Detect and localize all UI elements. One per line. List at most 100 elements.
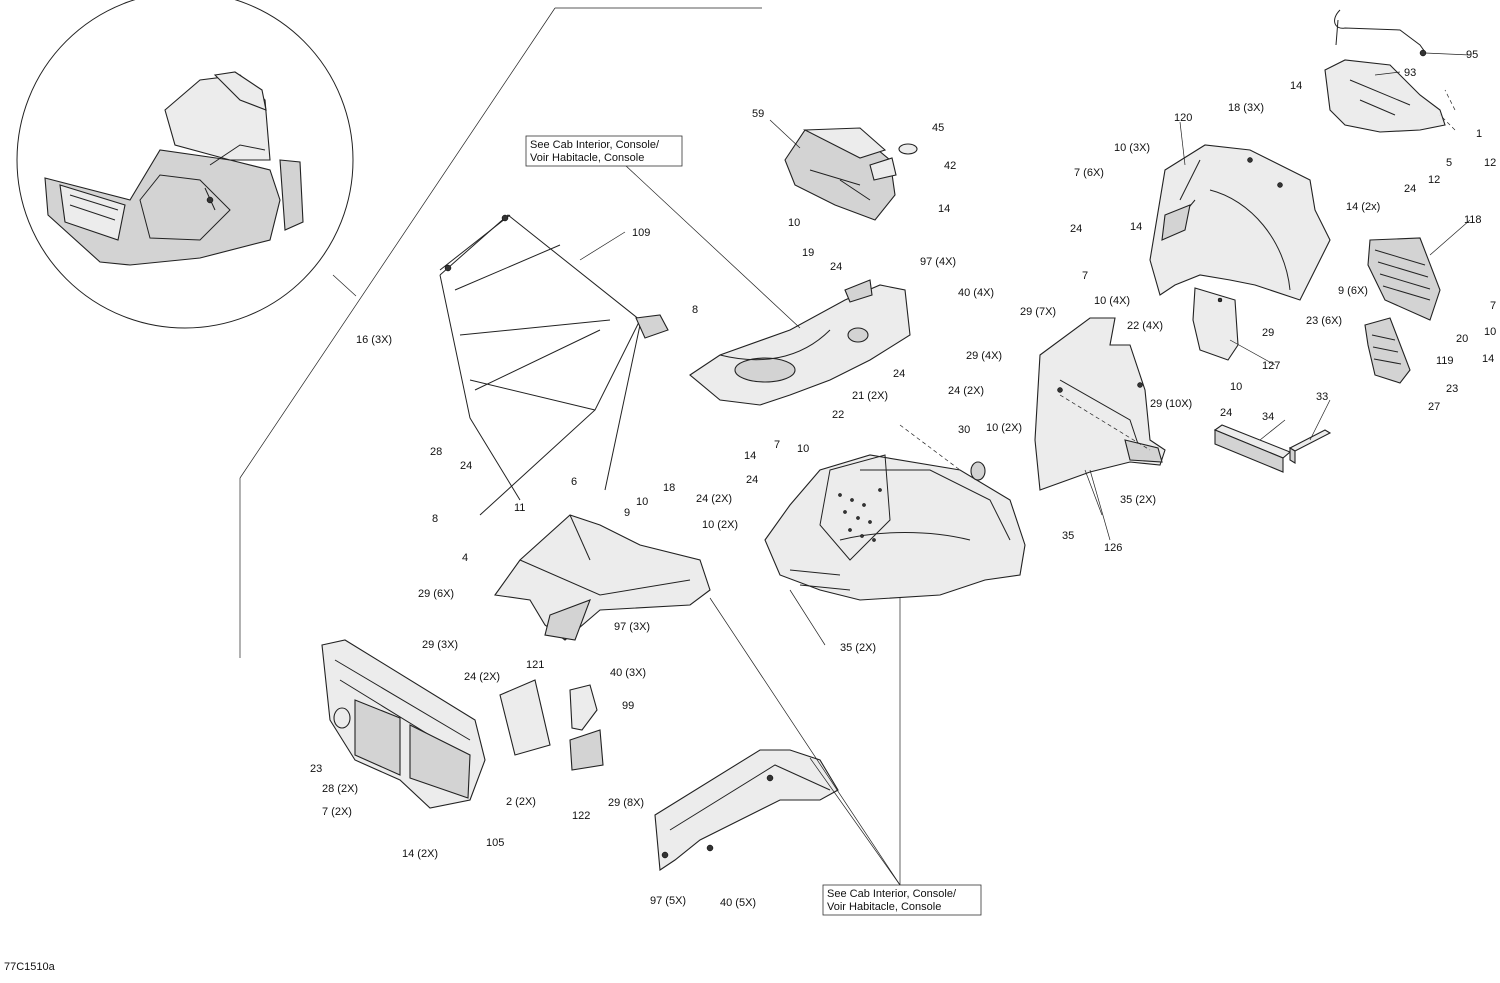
panel-120 — [1149, 144, 1331, 301]
callout: 29 — [1262, 327, 1274, 339]
callout: 2 (2X) — [506, 796, 536, 808]
callout: 24 (2X) — [464, 671, 500, 683]
callout: 1 — [1476, 128, 1482, 140]
panel-121 — [499, 679, 551, 756]
callout: 10 — [797, 443, 809, 455]
callout: 10 — [636, 496, 648, 508]
callout: 24 — [1070, 223, 1082, 235]
bracket-assembly-93 — [1324, 9, 1456, 133]
center-console — [689, 279, 911, 406]
callout: 12 — [1428, 174, 1440, 186]
callout: 95 — [1466, 49, 1478, 61]
callout: 7 — [1082, 270, 1088, 282]
callout: 11 — [514, 502, 525, 514]
panel-122 — [569, 729, 604, 771]
callout: 10 (2X) — [702, 519, 738, 531]
callout: 29 (10X) — [1150, 398, 1192, 410]
console-59 — [784, 127, 918, 221]
callout: 59 — [752, 108, 764, 120]
callout: 14 (2x) — [1346, 201, 1380, 213]
callout: 29 (7X) — [1020, 306, 1056, 318]
callout: 24 (2X) — [696, 493, 732, 505]
callout: 16 (3X) — [356, 334, 392, 346]
callout: 40 (4X) — [958, 287, 994, 299]
callout: 18 (3X) — [1228, 102, 1264, 114]
callout: 24 — [746, 474, 758, 486]
callout: 10 (2X) — [986, 422, 1022, 434]
callout: 8 — [692, 304, 698, 316]
callout: 33 — [1316, 391, 1328, 403]
callout: 42 — [944, 160, 956, 172]
reference-top-line1: See Cab Interior, Console/ — [530, 139, 660, 151]
callout: 29 (6X) — [418, 588, 454, 600]
callout: 35 — [1062, 530, 1074, 542]
callout: 28 — [430, 446, 442, 458]
callout: 4 — [462, 552, 468, 564]
callout: 24 — [893, 368, 905, 380]
bar-33 — [1288, 429, 1332, 464]
reference-box-top: See Cab Interior, Console/ Voir Habitacl… — [525, 135, 683, 167]
callout: 5 — [1446, 157, 1452, 169]
callout: 40 (5X) — [720, 897, 756, 909]
callout: 122 — [572, 810, 590, 822]
callout: 40 (3X) — [610, 667, 646, 679]
callout: 29 (8X) — [608, 797, 644, 809]
rocker-rail — [654, 749, 839, 871]
callout: 99 — [622, 700, 634, 712]
plate-127 — [1192, 287, 1239, 361]
callout: 97 (5X) — [650, 895, 686, 907]
callout: 109 — [632, 227, 650, 239]
overview-inset — [16, 0, 762, 658]
callout: 14 — [1290, 80, 1302, 92]
callout: 34 — [1262, 411, 1274, 423]
callout: 14 — [1130, 221, 1142, 233]
callout: 10 — [1484, 326, 1496, 338]
callout: 29 (4X) — [966, 350, 1002, 362]
dash-105 — [321, 639, 486, 809]
callout: 9 (6X) — [1338, 285, 1368, 297]
callout: 10 (4X) — [1094, 295, 1130, 307]
callout: 24 — [1404, 183, 1416, 195]
callout: 10 — [1230, 381, 1242, 393]
callout: 12 — [1484, 157, 1496, 169]
callout: 19 — [802, 247, 814, 259]
callout: 22 — [832, 409, 844, 421]
callout: 121 — [526, 659, 544, 671]
callout: 45 — [932, 122, 944, 134]
callout: 7 (6X) — [1074, 167, 1104, 179]
panel-126 — [1034, 317, 1166, 491]
callout: 28 (2X) — [322, 783, 358, 795]
cage-109 — [439, 214, 669, 516]
callout: 20 — [1456, 333, 1468, 345]
panel-99 — [569, 684, 598, 731]
callout: 30 — [958, 424, 970, 436]
callout: 14 — [1482, 353, 1494, 365]
callout: 24 — [1220, 407, 1232, 419]
callout: 21 (2X) — [852, 390, 888, 402]
callout: 10 — [788, 217, 800, 229]
reference-bottom-line1: See Cab Interior, Console/ — [827, 888, 957, 900]
callout: 105 — [486, 837, 504, 849]
callout: 120 — [1174, 112, 1192, 124]
callout: 18 — [663, 482, 675, 494]
callout: 93 — [1404, 67, 1416, 79]
vent-119 — [1364, 317, 1411, 384]
callout: 35 (2X) — [840, 642, 876, 654]
callout: 14 — [744, 450, 756, 462]
callout: 127 — [1262, 360, 1280, 372]
callout: 29 (3X) — [422, 639, 458, 651]
reference-bottom-line2: Voir Habitacle, Console — [827, 901, 941, 913]
callout: 23 — [310, 763, 322, 775]
bar-34 — [1213, 424, 1292, 473]
callout: 22 (4X) — [1127, 320, 1163, 332]
callout: 126 — [1104, 542, 1122, 554]
callout: 119 — [1436, 355, 1454, 367]
callout: 24 — [460, 460, 472, 472]
callout: 97 (3X) — [614, 621, 650, 633]
figure-code: 77C1510a — [4, 961, 56, 973]
callout: 10 (3X) — [1114, 142, 1150, 154]
floor-pan-holes — [838, 488, 882, 542]
callout: 14 (2X) — [402, 848, 438, 860]
